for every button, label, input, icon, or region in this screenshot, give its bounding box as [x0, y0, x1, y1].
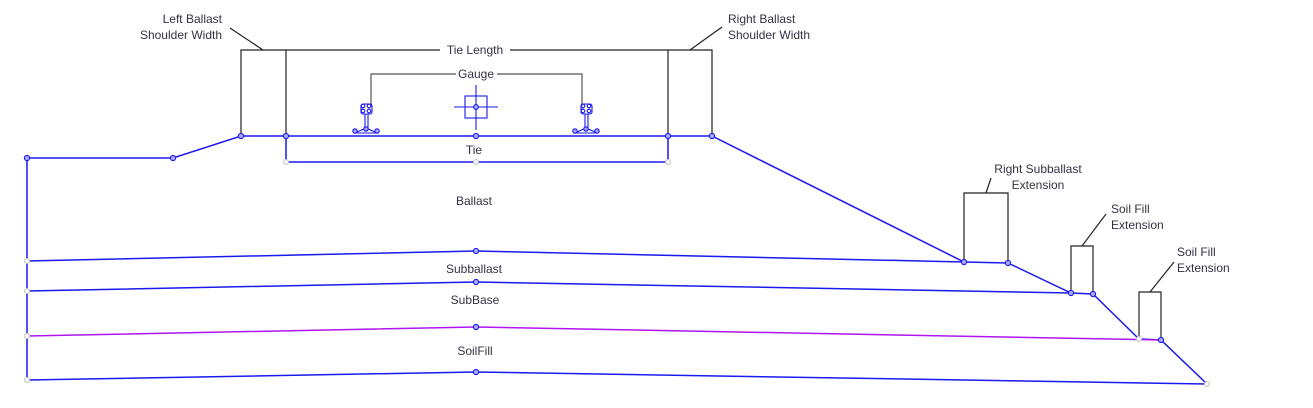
- ballast-layer-label: Ballast: [456, 194, 493, 208]
- right-ballast-shoulder-width-label-line2: Shoulder Width: [728, 28, 810, 42]
- subbase-top-line[interactable]: [26, 281, 1072, 294]
- tie-layer-label: Tie: [466, 143, 483, 157]
- soil-fill-extension-1-label-line1: Soil Fill: [1111, 202, 1150, 216]
- node[interactable]: [472, 368, 480, 376]
- node[interactable]: [472, 132, 480, 140]
- left-ballast-shoulder-width-dimension[interactable]: [229, 27, 287, 136]
- right-rail[interactable]: [572, 103, 600, 134]
- node[interactable]: [24, 258, 30, 264]
- node[interactable]: [472, 247, 480, 255]
- soil-fill-extension-1-label-line2: Extension: [1111, 218, 1164, 232]
- right-ballast-shoulder-width-dimension[interactable]: [668, 26, 723, 136]
- node[interactable]: [24, 377, 30, 383]
- node[interactable]: [1067, 289, 1075, 297]
- node[interactable]: [473, 159, 479, 165]
- left-ballast-shoulder-width-label-line2: Shoulder Width: [140, 28, 222, 42]
- centerline-marker-icon[interactable]: [454, 85, 498, 130]
- soil-fill-extension-2-label-line2: Extension: [1177, 261, 1230, 275]
- ballast-top-surface[interactable]: [27, 135, 1208, 385]
- node[interactable]: [1157, 336, 1165, 344]
- node[interactable]: [169, 154, 177, 162]
- subballast-layer-label: Subballast: [446, 262, 503, 276]
- left-rail[interactable]: [352, 103, 380, 134]
- node[interactable]: [282, 132, 290, 140]
- layer-text-labels: Tie Ballast Subballast SubBase SoilFill: [446, 143, 503, 358]
- node[interactable]: [24, 333, 30, 339]
- soilfill-top-line[interactable]: [26, 326, 1162, 341]
- node[interactable]: [1136, 336, 1142, 342]
- node[interactable]: [1004, 259, 1012, 267]
- node[interactable]: [1089, 290, 1097, 298]
- node[interactable]: [472, 278, 480, 286]
- dimension-lines: [229, 26, 1175, 340]
- soilfill-layer-label: SoilFill: [457, 344, 492, 358]
- point-nodes: [23, 132, 1210, 387]
- left-ballast-shoulder-width-label-line1: Left Ballast: [163, 12, 223, 26]
- subballast-top-line[interactable]: [26, 250, 965, 263]
- right-ballast-shoulder-width-label-line1: Right Ballast: [728, 12, 796, 26]
- right-subballast-extension-label-line2: Extension: [1012, 178, 1065, 192]
- gauge-dimension[interactable]: [370, 73, 583, 106]
- node[interactable]: [664, 132, 672, 140]
- soil-fill-extension-1-dimension[interactable]: [1070, 213, 1107, 294]
- node[interactable]: [960, 258, 968, 266]
- node[interactable]: [24, 288, 30, 294]
- node[interactable]: [665, 159, 671, 165]
- gauge-label: Gauge: [458, 67, 494, 81]
- dimension-text-labels: Left Ballast Shoulder Width Tie Length R…: [140, 12, 1230, 275]
- soilfill-bottom-line[interactable]: [26, 371, 1208, 385]
- right-subballast-extension-dimension[interactable]: [963, 177, 1009, 263]
- soil-fill-extension-2-label-line1: Soil Fill: [1177, 245, 1216, 259]
- soil-fill-extension-2-dimension[interactable]: [1138, 261, 1175, 340]
- node[interactable]: [283, 159, 289, 165]
- node[interactable]: [472, 323, 480, 331]
- node[interactable]: [23, 154, 31, 162]
- tie-length-dimension[interactable]: [286, 49, 669, 136]
- tie-length-label: Tie Length: [447, 43, 503, 57]
- subbase-layer-label: SubBase: [451, 293, 500, 307]
- node[interactable]: [1204, 381, 1210, 387]
- node[interactable]: [708, 132, 716, 140]
- right-subballast-extension-label-line1: Right Subballast: [994, 162, 1082, 176]
- node[interactable]: [237, 132, 245, 140]
